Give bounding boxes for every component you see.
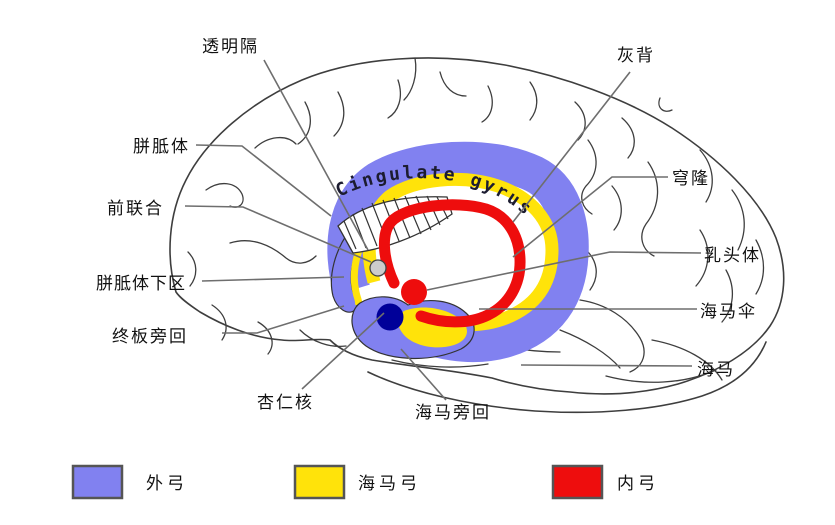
label-fornix: 穹隆 — [672, 169, 710, 189]
hippocampal-arc-band — [362, 172, 559, 332]
leader-indusium-griseum — [512, 71, 631, 223]
label-mammillary-body: 乳头体 — [704, 246, 761, 266]
temporal-blobs — [351, 296, 475, 360]
legend-label-inner-arc: 内弓 — [617, 474, 659, 494]
cerebrum-outline — [169, 57, 785, 395]
label-corpus-callosum: 胼胝体 — [133, 137, 190, 157]
leader-lines — [184, 59, 702, 401]
outer-arc-band — [327, 141, 589, 363]
leader-septum-pellucidum — [263, 59, 369, 251]
legend: 外弓 海马弓 内弓 — [71, 464, 659, 500]
label-hippocampus: 海马 — [697, 360, 735, 380]
leader-corpus-callosum — [195, 144, 332, 217]
label-subcallosal-area: 胼胝体下区 — [96, 274, 186, 294]
legend-swatch-hippocampal-arc — [293, 464, 346, 500]
legend-label-outer-arc: 外弓 — [146, 474, 188, 494]
leader-anterior-commissure — [184, 205, 372, 263]
leader-subcallosal-area — [201, 276, 345, 282]
leader-mammillary-body — [426, 251, 702, 291]
legend-swatch-outer-arc — [71, 464, 124, 500]
mammillary-body-dot — [401, 279, 427, 305]
leader-hippocampus — [520, 364, 693, 367]
legend-label-hippocampal-arc: 海马弓 — [358, 474, 421, 494]
inner-arc-band — [378, 199, 526, 328]
leader-parahippocampal-gyrus — [400, 348, 447, 401]
label-amygdala: 杏仁核 — [257, 393, 314, 413]
limbic-arcs — [327, 141, 589, 363]
leader-fornix — [512, 176, 668, 258]
amygdala-dot — [376, 303, 404, 331]
brain-outline — [169, 57, 785, 414]
anterior-commissure-dot — [369, 259, 387, 277]
leader-amygdala — [301, 312, 385, 390]
label-septum-pellucidum: 透明隔 — [202, 37, 259, 57]
label-paraterminal-gyrus: 终板旁回 — [112, 327, 188, 347]
labels: 透明隔 灰背 胼胝体 前联合 胼胝体下区 终板旁回 杏仁核 海马旁回 穹隆 乳头… — [96, 37, 761, 423]
label-parahippocampal-gyrus: 海马旁回 — [415, 403, 491, 423]
legend-swatch-inner-arc — [551, 464, 604, 500]
label-fimbria: 海马伞 — [700, 302, 757, 322]
leader-paraterminal-gyrus — [222, 305, 345, 334]
inferior-outline — [367, 341, 767, 414]
label-anterior-commissure: 前联合 — [107, 199, 164, 219]
label-indusium-griseum: 灰背 — [617, 46, 655, 66]
